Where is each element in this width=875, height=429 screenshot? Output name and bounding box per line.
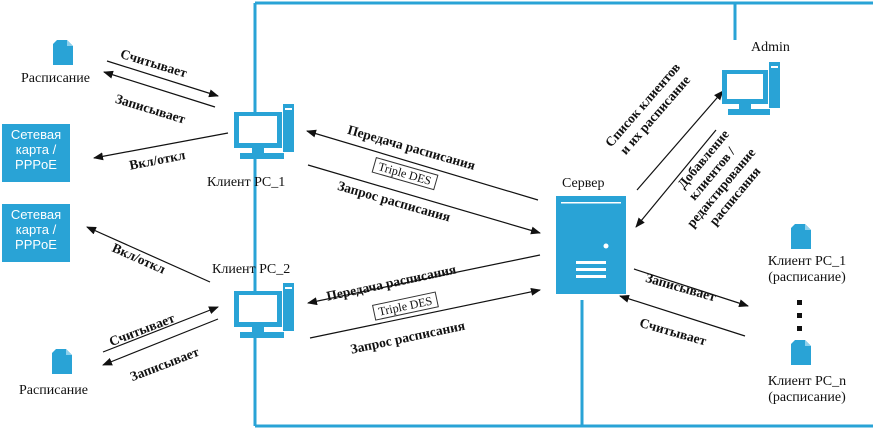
boundary-frame <box>253 1 873 428</box>
document-icon <box>791 224 811 249</box>
net-card-box-1: Сетевая карта / PPPoE <box>2 124 70 182</box>
document-icon <box>53 40 73 65</box>
client2-label: Клиент PC_2 <box>212 262 291 277</box>
net-card-line: Сетевая <box>10 207 62 222</box>
client1-label: Клиент PC_1 <box>207 175 286 190</box>
dots-icon <box>797 300 802 331</box>
arrows <box>86 60 749 366</box>
computer-icon <box>234 104 294 159</box>
schedule-pcn-line: (расписание) <box>768 390 846 405</box>
net-card-line: карта / <box>15 222 57 237</box>
admin-label: Admin <box>751 40 790 55</box>
net-card-box-2: Сетевая карта / PPPoE <box>2 204 70 262</box>
server-label: Сервер <box>562 176 605 191</box>
computer-icon <box>234 283 294 338</box>
schedule-pcn-label: Клиент PC_n (расписание) <box>752 374 862 406</box>
net-card-line: PPPoE <box>15 157 57 172</box>
schedule-label-top: Расписание <box>21 71 90 86</box>
schedule-pc1-line: (расписание) <box>768 270 846 285</box>
document-icon <box>52 349 72 374</box>
net-card-line: PPPoE <box>15 237 57 252</box>
computer-icon <box>722 62 780 115</box>
document-icon <box>791 340 811 365</box>
schedule-pcn-line: Клиент PC_n <box>767 374 847 389</box>
schedule-label-bottom: Расписание <box>19 383 88 398</box>
schedule-pc1-label: Клиент PC_1 (расписание) <box>752 254 862 286</box>
net-card-line: карта / <box>15 142 57 157</box>
server-icon <box>556 196 626 294</box>
net-card-line: Сетевая <box>10 127 62 142</box>
schedule-pc1-line: Клиент PC_1 <box>767 254 847 269</box>
